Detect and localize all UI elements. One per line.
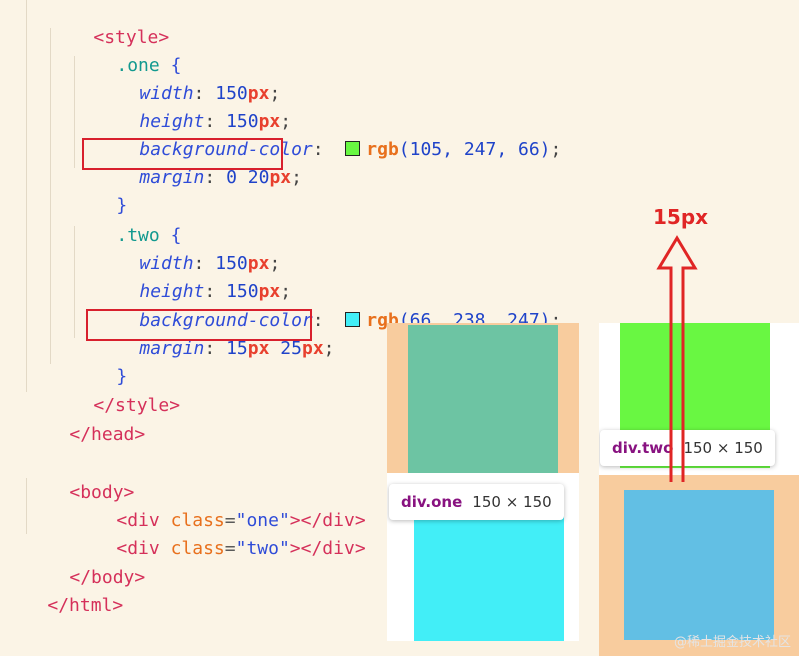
- height-value: 150: [226, 111, 259, 132]
- indent-guide: [26, 0, 27, 392]
- highlight-box-one-margin: [82, 138, 283, 170]
- indent-guide: [74, 226, 75, 338]
- code-line-two-height: height: 150px;: [139, 281, 292, 302]
- code-line-one-selector: .one {: [73, 24, 181, 76]
- class-value: one: [246, 510, 279, 531]
- background-color-property: background-color: [139, 310, 313, 331]
- code-line-two-bg: background-color: rgb(66, 238, 247);: [139, 310, 562, 331]
- indent-guide: [26, 478, 27, 534]
- width-value: 150: [215, 253, 248, 274]
- code-line-one-width: width: 150px;: [139, 83, 281, 104]
- color-swatch-icon[interactable]: [345, 312, 361, 327]
- brace-open: {: [170, 55, 182, 76]
- tooltip-element-name: div.two: [612, 439, 674, 457]
- quote: ": [235, 538, 247, 559]
- brace-open: {: [170, 225, 182, 246]
- height-property: height: [139, 281, 205, 302]
- height-value: 150: [226, 281, 259, 302]
- style-open-tag: <style>: [93, 27, 170, 48]
- brace-close: }: [116, 366, 128, 387]
- code-line-style-open: <style>: [50, 0, 169, 48]
- div-tag: div: [127, 538, 160, 559]
- element-tooltip-one: div.one 150 × 150: [389, 484, 564, 520]
- div-tag: div: [127, 510, 160, 531]
- code-line-style-close: </style>: [50, 364, 180, 416]
- tooltip-element-name: div.one: [401, 493, 463, 511]
- class-attribute: class: [170, 510, 225, 531]
- one-content-overlay[interactable]: [408, 325, 558, 473]
- div-end-tag: ></div>: [289, 538, 366, 559]
- code-line-two-margin: margin: 15px 25px;: [139, 338, 335, 359]
- code-line-one-height: height: 150px;: [139, 111, 292, 132]
- rgb-function: rgb: [366, 139, 399, 160]
- code-line-two-width: width: 150px;: [139, 253, 281, 274]
- unit: px: [247, 83, 270, 104]
- code-line-div-two: <div class="two"></div>: [73, 507, 365, 559]
- code-line-body-open: <body>: [26, 451, 134, 503]
- head-close-tag: </head>: [69, 424, 146, 445]
- height-property: height: [139, 111, 205, 132]
- unit: px: [301, 338, 324, 359]
- body-open-tag: <body>: [69, 482, 135, 503]
- class-value: two: [246, 538, 279, 559]
- width-property: width: [139, 83, 194, 104]
- angle-bracket: <: [116, 538, 128, 559]
- rgb-args: (105, 247, 66): [398, 139, 551, 160]
- indent-guide: [50, 28, 51, 364]
- code-line-body-close: </body>: [26, 536, 145, 588]
- style-close-tag: </style>: [93, 395, 181, 416]
- quote: ": [278, 510, 290, 531]
- html-close-tag: </html>: [47, 595, 124, 616]
- unit: px: [269, 167, 292, 188]
- unit: px: [258, 111, 281, 132]
- tooltip-element-size: 150 × 150: [472, 493, 552, 511]
- margin-value: 0 20: [226, 167, 270, 188]
- brace-close: }: [116, 195, 128, 216]
- background-color-property: background-color: [139, 139, 313, 160]
- one-selector: .one: [116, 55, 160, 76]
- tooltip-element-size: 150 × 150: [683, 439, 763, 457]
- quote: ": [235, 510, 247, 531]
- width-property: width: [139, 253, 194, 274]
- quote: ": [278, 538, 290, 559]
- margin-value-vertical: 15: [226, 338, 248, 359]
- two-content-overlay[interactable]: [624, 490, 774, 640]
- color-swatch-icon[interactable]: [345, 141, 361, 156]
- code-line-one-margin: margin: 0 20px;: [139, 167, 302, 188]
- highlight-box-two-margin: [86, 309, 312, 341]
- unit: px: [247, 253, 270, 274]
- angle-bracket: <: [116, 510, 128, 531]
- code-line-div-one: <div class="one"></div>: [73, 479, 365, 531]
- code-line-two-close: }: [73, 335, 127, 387]
- margin-property: margin: [139, 167, 205, 188]
- margin-annotation-label: 15px: [653, 205, 709, 229]
- code-line-head-close: </head>: [26, 393, 145, 445]
- two-selector: .two: [116, 225, 160, 246]
- unit: px: [247, 338, 270, 359]
- code-line-two-selector: .two {: [73, 194, 181, 246]
- devtools-preview-one: div.one 150 × 150: [387, 323, 579, 641]
- body-close-tag: </body>: [69, 567, 146, 588]
- code-line-html-close: </html>: [4, 564, 123, 616]
- indent-guide: [74, 56, 75, 168]
- margin-value-horizontal: 25: [280, 338, 302, 359]
- div-end-tag: ></div>: [289, 510, 366, 531]
- watermark: @稀土掘金技术社区: [673, 635, 791, 650]
- code-line-one-bg: background-color: rgb(105, 247, 66);: [139, 139, 562, 160]
- code-line-one-close: }: [73, 164, 127, 216]
- equals-sign: =: [224, 538, 236, 559]
- unit: px: [258, 281, 281, 302]
- width-value: 150: [215, 83, 248, 104]
- devtools-preview-two: div.two 150 × 150: [599, 323, 799, 656]
- margin-property: margin: [139, 338, 205, 359]
- element-tooltip-two: div.two 150 × 150: [600, 430, 775, 466]
- class-attribute: class: [170, 538, 225, 559]
- equals-sign: =: [224, 510, 236, 531]
